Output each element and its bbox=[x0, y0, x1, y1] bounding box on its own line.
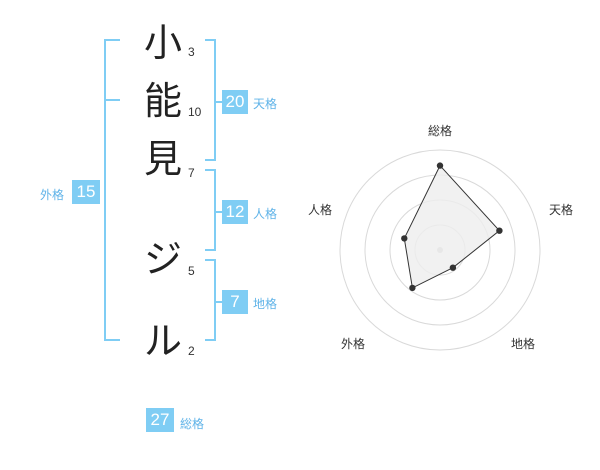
tenkaku-label: 天格 bbox=[253, 97, 278, 111]
radar-point bbox=[409, 284, 416, 292]
jinkaku-bracket bbox=[205, 169, 216, 251]
name-char-3: 見 bbox=[143, 137, 182, 181]
radar-polygon bbox=[403, 164, 501, 289]
chikaku-label: 地格 bbox=[253, 297, 278, 311]
radar-label-gaikaku: 外格 bbox=[341, 337, 366, 351]
tenkaku-badge: 20 bbox=[222, 90, 248, 114]
gaikaku-label: 外格 bbox=[40, 188, 65, 202]
radar-label-jinkaku: 人格 bbox=[308, 203, 333, 217]
radar-point bbox=[436, 162, 444, 169]
stroke-count-2: 10 bbox=[188, 105, 202, 119]
jinkaku-label: 人格 bbox=[253, 207, 278, 221]
gaikaku-badge: 15 bbox=[72, 180, 100, 204]
soukaku-badge: 27 bbox=[146, 408, 174, 432]
radar-point bbox=[449, 264, 457, 271]
radar-label-chikaku: 地格 bbox=[511, 337, 536, 351]
stroke-count-5: 2 bbox=[188, 344, 195, 358]
stroke-count-4: 5 bbox=[188, 264, 195, 278]
radar-point bbox=[401, 235, 408, 242]
jinkaku-badge: 12 bbox=[222, 200, 248, 224]
name-char-2: 能 bbox=[143, 79, 182, 123]
tenkaku-bracket bbox=[205, 39, 216, 161]
stroke-count-3: 7 bbox=[188, 166, 195, 180]
chikaku-bracket bbox=[205, 259, 216, 341]
radar-label-tenkaku: 天格 bbox=[549, 203, 574, 217]
radar-label-soukaku: 総格 bbox=[428, 124, 453, 138]
name-char-1: 小 bbox=[143, 21, 182, 65]
radar-point bbox=[496, 227, 503, 234]
name-char-5: ル bbox=[143, 319, 182, 363]
soukaku-label: 総格 bbox=[180, 417, 205, 431]
stroke-count-1: 3 bbox=[188, 45, 195, 59]
gaikaku-bracket bbox=[104, 39, 120, 341]
chikaku-badge: 7 bbox=[222, 290, 248, 314]
radar-ring bbox=[339, 149, 541, 351]
name-char-4: ジ bbox=[143, 237, 182, 281]
